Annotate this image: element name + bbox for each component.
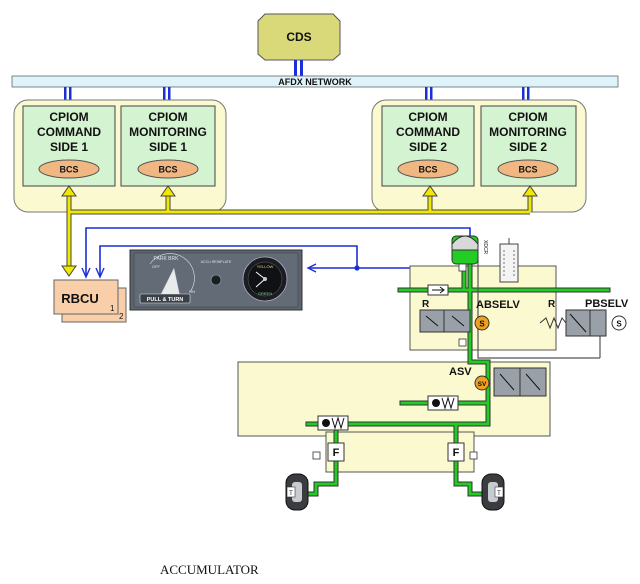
accu-reinflate-label: ACCU REINFLATE [201, 260, 232, 264]
cpiom-monitoring-side-1-line1: CPIOM [148, 110, 187, 124]
rbcu-number-2: 2 [119, 312, 124, 321]
park-brake-panel: PARK BRK OFF ON PULL & TURN ACCU REINFLA… [129, 249, 303, 311]
brake-pressure-gauge: YELLOW GREEN [242, 256, 288, 302]
cpiom-monitoring-side-2-line3: SIDE 2 [509, 140, 547, 154]
cpiom-network-links [64, 87, 530, 106]
cpiom-command-side-1-line1: CPIOM [49, 110, 88, 124]
cpiom-monitoring-side-1: CPIOM MONITORING SIDE 1 BCS [120, 105, 216, 187]
check-valve-upper [427, 284, 449, 296]
cpiom-command-side-1-line3: SIDE 1 [50, 140, 88, 154]
asv-solenoid-label: SV [478, 381, 487, 388]
wheel-left: T [285, 473, 309, 511]
park-brk-label: PARK BRK [154, 256, 180, 262]
wheel-right: T [481, 473, 505, 511]
cpiom-monitoring-side-2: CPIOM MONITORING SIDE 2 BCS [480, 105, 577, 187]
cpiom-monitoring-side-1-line3: SIDE 1 [149, 140, 187, 154]
spring-check-valve-middle [427, 395, 459, 411]
gauge-yellow-label: YELLOW [257, 264, 274, 269]
pressure-transducer: XDCR [451, 235, 488, 265]
cpiom-monitoring-side-1-line2: MONITORING [129, 125, 207, 139]
cpiom-side-1-group: CPIOM COMMAND SIDE 1 BCS CPIOM MONITORIN… [13, 99, 227, 213]
cpiom-monitoring-side-2-line1: CPIOM [508, 110, 547, 124]
bcs-label-command-side-2: BCS [418, 165, 437, 175]
hydraulic-fuse-left: F [327, 442, 345, 462]
cpiom-command-side-1-line2: COMMAND [37, 125, 101, 139]
park-brk-on-label: ON [189, 289, 195, 294]
cpiom-command-side-2: CPIOM COMMAND SIDE 2 BCS [381, 105, 475, 187]
yellow-bus-lines [61, 185, 538, 277]
connector-fittings [312, 263, 478, 460]
rbcu-label: RBCU [61, 291, 99, 306]
rbcu-unit: RBCU 1 2 [53, 279, 127, 323]
pull-turn-label: PULL & TURN [147, 297, 184, 303]
cpiom-side-2-group: CPIOM COMMAND SIDE 2 BCS CPIOM MONITORIN… [371, 99, 587, 213]
abselv-valve: R ABSELV S [419, 299, 520, 333]
cpiom-monitoring-side-2-line2: MONITORING [489, 125, 567, 139]
abselv-solenoid-label: S [479, 320, 485, 329]
cpiom-command-side-1: CPIOM COMMAND SIDE 1 BCS [22, 105, 116, 187]
pbselv-r-label: R [548, 299, 556, 310]
wheel-left-t-label: T [289, 491, 293, 497]
pbselv-valve: R PBSELV S [539, 298, 629, 337]
pbselv-solenoid-label: S [616, 320, 622, 329]
cds-network-link [294, 60, 303, 76]
asv-label: ASV [449, 366, 472, 378]
abselv-label: ABSELV [476, 299, 520, 311]
pbselv-label: PBSELV [585, 298, 629, 310]
fuse-module-box [325, 431, 475, 473]
rbcu-number-1: 1 [110, 304, 115, 313]
cds-unit: CDS [257, 13, 341, 61]
fuse-left-label: F [333, 447, 340, 459]
abselv-module-box [409, 265, 557, 351]
pressure-switch [499, 238, 519, 283]
cds-label: CDS [286, 30, 311, 44]
park-brk-off-label: OFF [152, 264, 161, 269]
cpiom-command-side-2-line2: COMMAND [396, 125, 460, 139]
signal-junction-dot [354, 265, 360, 271]
asv-valve: ASV SV [449, 366, 547, 397]
cpiom-command-side-2-line1: CPIOM [408, 110, 447, 124]
fuse-right-label: F [453, 447, 460, 459]
hydraulic-fuse-right: F [447, 442, 465, 462]
blue-signal-lines [81, 227, 471, 279]
bcs-label-monitoring-side-2: BCS [518, 165, 537, 175]
spring-check-valve-lower [317, 415, 349, 431]
abselv-r-label: R [422, 299, 430, 310]
cpiom-command-side-2-line3: SIDE 2 [409, 140, 447, 154]
afdx-network-label: AFDX NETWORK [278, 77, 352, 87]
bcs-label-monitoring-side-1: BCS [158, 165, 177, 175]
bcs-label-command-side-1: BCS [59, 165, 78, 175]
wheel-right-t-label: T [497, 491, 501, 497]
xdcr-label: XDCR [482, 240, 488, 255]
accumulator-caption: ACCUMULATOR [160, 562, 259, 577]
accu-reinflate-button[interactable] [210, 274, 222, 286]
afdx-network: AFDX NETWORK [11, 75, 619, 88]
gauge-green-label: GREEN [258, 291, 272, 296]
